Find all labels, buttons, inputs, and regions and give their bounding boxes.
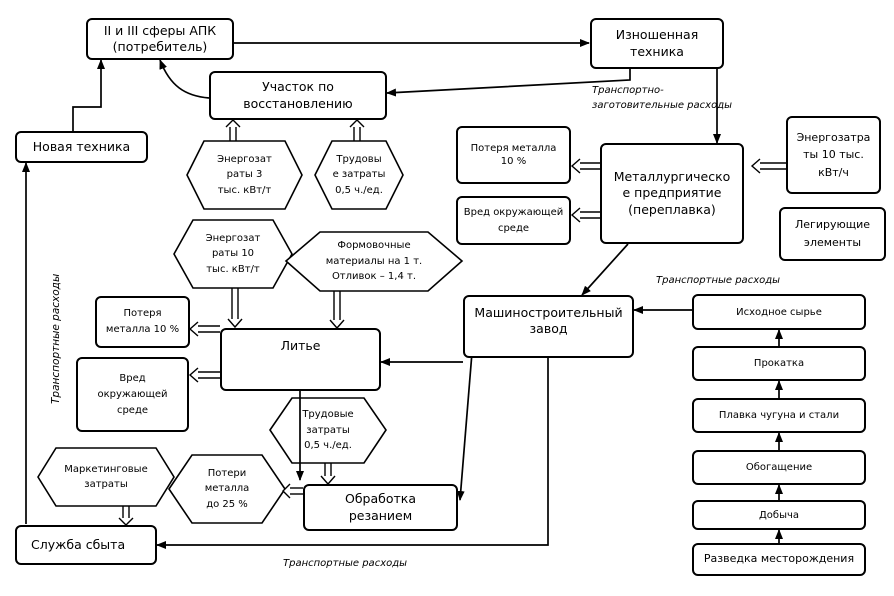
- node-marketing: Маркетинговые затраты: [38, 448, 174, 506]
- node-sales-service: Служба сбыта: [15, 525, 157, 565]
- double-arrow-energy3-restore: [225, 119, 241, 128]
- node-labor-restore-label: Трудовы е затраты 0,5 ч./ед.: [332, 153, 386, 196]
- label-transport-procurement-text: Транспортно- заготовительные расходы: [592, 85, 732, 111]
- double-arrow-molding-casting: [329, 319, 345, 330]
- node-new-equipment: Новая техника: [15, 131, 148, 163]
- double-arrow-machining-loss: [282, 483, 291, 499]
- node-restoration-site: Участок по восстановлению: [209, 71, 387, 120]
- label-transport-vertical: Транспортные расходы: [50, 274, 62, 404]
- double-arrow-energy-metallurgy: [750, 158, 761, 174]
- hex-energy-10-cast: [173, 219, 293, 289]
- node-labor-restore: Трудовы е затраты 0,5 ч./ед.: [315, 141, 403, 209]
- node-machine-plant-label: Машиностроительный завод: [474, 305, 623, 337]
- label-transport-right: Транспортные расходы: [656, 275, 780, 286]
- node-raw-material: Исходное сырье: [692, 294, 866, 330]
- node-apk-label: II и III сферы АПК (потребитель): [103, 22, 217, 54]
- node-exploration: Разведка месторождения: [692, 543, 866, 576]
- double-arrow-metallurgy-loss: [570, 158, 581, 174]
- label-transport-procurement: Транспортно- заготовительные расходы: [592, 84, 732, 113]
- node-env-harm-1-label: Вред окружающей среде: [463, 206, 564, 234]
- node-metal-loss-1: Потеря металла 10 %: [456, 126, 571, 184]
- node-env-harm-1: Вред окружающей среде: [456, 196, 571, 245]
- node-smelting-label: Плавка чугуна и стали: [718, 410, 840, 421]
- node-mining-label: Добыча: [758, 509, 800, 521]
- node-worn-label: Изношенная техника: [615, 27, 699, 59]
- node-raw-label: Исходное сырье: [736, 306, 822, 318]
- node-energy-10-right: Энергозатра ты 10 тыс. кВт/ч: [786, 116, 881, 194]
- node-labor-cut: Трудовые затраты 0,5 ч./ед.: [270, 398, 386, 463]
- hex-molding: [284, 231, 464, 292]
- arrow-plant-to-sales: [156, 358, 549, 549]
- arrow-worn-to-restore: [386, 69, 631, 97]
- double-arrow-labor-restore: [349, 119, 365, 128]
- label-transport-vertical-text: Транспортные расходы: [50, 273, 62, 404]
- node-metal-loss-1-label: Потеря металла 10 %: [470, 143, 557, 167]
- node-metal-loss-2: Потеря металла 10 %: [95, 296, 190, 348]
- node-marketing-label: Маркетинговые затраты: [64, 463, 148, 491]
- node-energy-3: Энергозат раты 3 тыс. кВт/т: [187, 141, 302, 209]
- double-arrow-labor-machining: [320, 475, 336, 486]
- node-mining: Добыча: [692, 500, 866, 530]
- node-casting-label: Литье: [280, 338, 321, 353]
- double-arrow-energy10-casting: [227, 318, 243, 329]
- label-transport-bottom: Транспортные расходы: [283, 558, 407, 569]
- node-enrichment: Обогащение: [692, 450, 866, 485]
- double-arrow-metallurgy-env: [570, 207, 581, 223]
- hex-labor-cut: [269, 397, 387, 464]
- node-apk-consumer: II и III сферы АПК (потребитель): [86, 18, 234, 60]
- hex-energy-3: [186, 140, 303, 210]
- node-molding-materials: Формовочные материалы на 1 т. Отливок – …: [286, 232, 462, 291]
- hex-marketing: [37, 447, 175, 507]
- node-energy-10-right-label: Энергозатра ты 10 тыс. кВт/ч: [796, 130, 871, 179]
- arrow-restore-to-apk: [159, 59, 210, 99]
- node-enrichment-label: Обогащение: [745, 462, 813, 473]
- node-energy-10-cast: Энергозат раты 10 тыс. кВт/т: [174, 220, 292, 288]
- node-restore-label: Участок по восстановлению: [243, 79, 353, 111]
- node-metallurgy-label: Металлургическо е предприятие (переплавк…: [613, 169, 731, 217]
- node-smelting: Плавка чугуна и стали: [692, 398, 866, 433]
- node-env-harm-2-label: Вред окружающей среде: [97, 372, 168, 416]
- node-molding-label: Формовочные материалы на 1 т. Отливок – …: [325, 240, 423, 283]
- node-alloy-label: Легирующие элементы: [795, 218, 870, 249]
- node-newtech-label: Новая техника: [32, 138, 131, 154]
- node-machining: Обработка резанием: [303, 484, 458, 531]
- hex-labor-restore: [314, 140, 404, 210]
- node-sales-label: Служба сбыта: [31, 536, 126, 552]
- node-labor-cut-label: Трудовые затраты 0,5 ч./ед.: [302, 409, 354, 452]
- node-rolling-label: Прокатка: [753, 358, 805, 369]
- node-metal-loss-25: Потери металла до 25 %: [169, 455, 285, 523]
- node-metal-loss-25-label: Потери металла до 25 %: [204, 467, 250, 510]
- arrow-newtech-to-apk: [72, 59, 105, 131]
- node-env-harm-2: Вред окружающей среде: [76, 357, 189, 432]
- arrow-metallurgy-to-plant: [581, 243, 629, 296]
- node-machine-plant: Машиностроительный завод: [463, 295, 634, 358]
- node-metal-loss-2-label: Потеря металла 10 %: [105, 308, 180, 335]
- double-arrow-casting-env: [188, 367, 199, 383]
- label-transport-bottom-text: Транспортные расходы: [283, 558, 408, 569]
- node-machining-label: Обработка резанием: [345, 491, 416, 523]
- double-arrow-casting-loss: [188, 321, 199, 337]
- node-alloying-elements: Легирующие элементы: [779, 207, 886, 261]
- node-worn-equipment: Изношенная техника: [590, 18, 724, 69]
- node-energy-10-cast-label: Энергозат раты 10 тыс. кВт/т: [205, 232, 261, 275]
- node-metallurgy-plant: Металлургическо е предприятие (переплавк…: [600, 143, 744, 244]
- double-arrow-marketing-sales: [118, 517, 134, 526]
- label-transport-right-text: Транспортные расходы: [656, 275, 781, 286]
- node-energy-3-label: Энергозат раты 3 тыс. кВт/т: [217, 153, 272, 196]
- node-rolling: Прокатка: [692, 346, 866, 381]
- node-exploration-label: Разведка месторождения: [703, 552, 855, 566]
- node-casting: Литье: [220, 328, 381, 391]
